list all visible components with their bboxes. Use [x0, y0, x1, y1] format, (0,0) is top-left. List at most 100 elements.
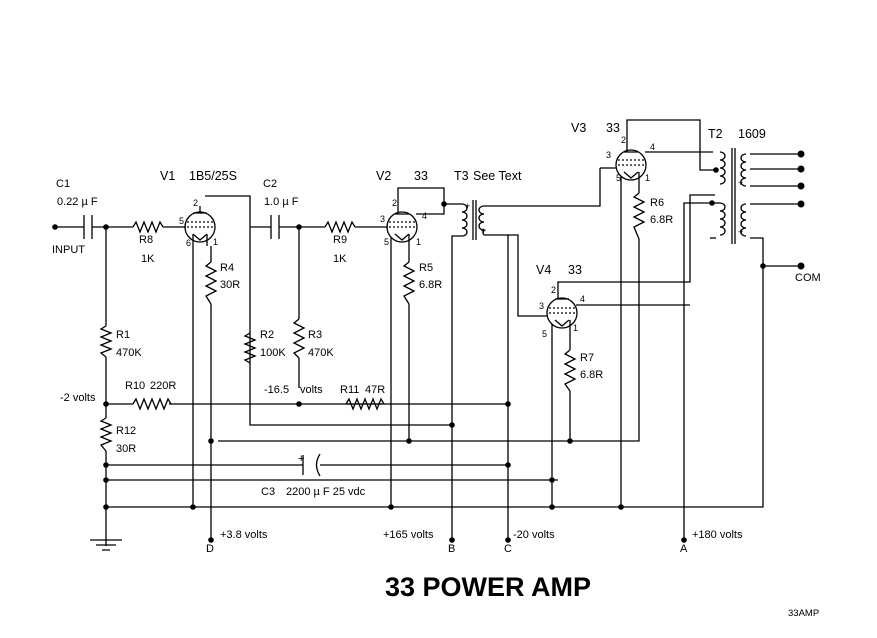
svg-text:5: 5: [542, 329, 547, 339]
svg-text:1: 1: [645, 173, 650, 183]
c1-label: C1: [56, 178, 70, 190]
r8-value: 1K: [141, 253, 155, 265]
terminal-c: C: [504, 543, 512, 555]
resistor-r9: [324, 220, 356, 234]
r3-label: R3: [308, 329, 322, 341]
transformer-t2: + +: [719, 148, 747, 244]
supply-a-voltage: +180 volts: [692, 529, 743, 541]
component-labels: C1 0.22 µ F INPUT V1 1B5/25S C2 1.0 µ F …: [52, 121, 766, 498]
svg-text:3: 3: [606, 150, 611, 160]
resistor-r6: [632, 192, 646, 240]
r12-label: R12: [116, 425, 136, 437]
input-label: INPUT: [52, 244, 85, 256]
r10-label: R10: [125, 380, 145, 392]
resistor-r2: [243, 332, 257, 364]
resistor-r7: [563, 349, 577, 392]
svg-text:1: 1: [573, 323, 578, 333]
bias-mid-unit: volts: [300, 384, 323, 396]
svg-text:+: +: [738, 227, 743, 237]
diagram-title: 33 POWER AMP: [385, 572, 591, 602]
t2-type: 1609: [738, 127, 766, 141]
r5-label: R5: [419, 262, 433, 274]
r9-label: R9: [333, 234, 347, 246]
resistor-r1: [99, 325, 113, 358]
svg-text:3: 3: [380, 214, 385, 224]
voltage-labels: -2 volts -16.5 volts +3.8 volts D +165 v…: [60, 272, 821, 555]
r3-value: 470K: [308, 347, 334, 359]
r4-value: 30R: [220, 279, 240, 291]
resistors: [99, 192, 646, 452]
r4-label: R4: [220, 262, 234, 274]
v4-type: 33: [568, 263, 582, 277]
c1-value: 0.22 µ F: [57, 196, 98, 208]
svg-text:1: 1: [416, 237, 421, 247]
tube-v4: [534, 292, 578, 330]
svg-text:2: 2: [551, 285, 556, 295]
r10-value: 220R: [150, 380, 176, 392]
c2-value: 1.0 µ F: [264, 196, 299, 208]
svg-text:2: 2: [392, 198, 397, 208]
r5-value: 6.8R: [419, 279, 442, 291]
pin-numbers: 2 5 6 1 2 3 4 5 1 2 3 4 5 1 2 3 4 5 1: [179, 135, 655, 339]
svg-text:+: +: [465, 201, 470, 211]
capacitor-c3: [302, 453, 321, 477]
svg-text:4: 4: [580, 294, 585, 304]
svg-text:2: 2: [621, 135, 626, 145]
transformer-t3: + +: [461, 200, 486, 240]
r8-label: R8: [139, 234, 153, 246]
r9-value: 1K: [333, 253, 347, 265]
r12-value: 30R: [116, 443, 136, 455]
resistor-r8: [132, 220, 164, 234]
v3-type: 33: [606, 121, 620, 135]
v2-type: 33: [414, 169, 428, 183]
r1-label: R1: [116, 329, 130, 341]
terminal-b: B: [448, 543, 455, 555]
r2-label: R2: [260, 329, 274, 341]
svg-text:4: 4: [422, 211, 427, 221]
junction-dots: [52, 150, 805, 543]
tube-v1: [182, 206, 216, 246]
resistor-r4: [204, 261, 218, 305]
svg-text:+: +: [481, 226, 486, 236]
svg-text:+: +: [738, 178, 743, 188]
tube-v3: [613, 148, 652, 182]
c3-value: 2200 µ F 25 vdc: [286, 486, 366, 498]
capacitors: +: [83, 215, 321, 477]
supply-c-voltage: -20 volts: [513, 529, 555, 541]
capacitor-c1: [83, 215, 93, 239]
terminal-a: A: [680, 543, 688, 555]
t3-label: T3: [454, 169, 469, 183]
resistor-r3: [292, 318, 306, 359]
v2-label: V2: [376, 169, 391, 183]
svg-text:2: 2: [193, 198, 198, 208]
svg-text:5: 5: [616, 173, 621, 183]
r11-label: R11: [340, 384, 359, 396]
r7-value: 6.8R: [580, 369, 603, 381]
resistor-r11: [345, 397, 385, 411]
resistor-r12: [99, 417, 113, 452]
ground-symbol: [90, 539, 122, 551]
supply-d-voltage: +3.8 volts: [220, 529, 268, 541]
c3-label: C3: [261, 486, 275, 498]
c3-plus-sign: +: [298, 453, 304, 465]
v4-label: V4: [536, 263, 551, 277]
svg-text:5: 5: [179, 216, 184, 226]
svg-text:6: 6: [186, 238, 191, 248]
v1-type: 1B5/25S: [189, 169, 237, 183]
r6-label: R6: [650, 197, 664, 209]
svg-text:4: 4: [650, 142, 655, 152]
t2-label: T2: [708, 127, 723, 141]
capacitor-c2: [270, 215, 280, 239]
svg-text:3: 3: [539, 301, 544, 311]
svg-text:1: 1: [213, 237, 218, 247]
t3-type: See Text: [473, 169, 522, 183]
com-label: COM: [795, 272, 821, 284]
bias-left-voltage: -2 volts: [60, 392, 96, 404]
resistor-r10: [132, 397, 172, 411]
wire-network: [55, 119, 801, 546]
r6-value: 6.8R: [650, 214, 673, 226]
r11-value: 47R: [365, 384, 385, 396]
svg-text:5: 5: [384, 237, 389, 247]
